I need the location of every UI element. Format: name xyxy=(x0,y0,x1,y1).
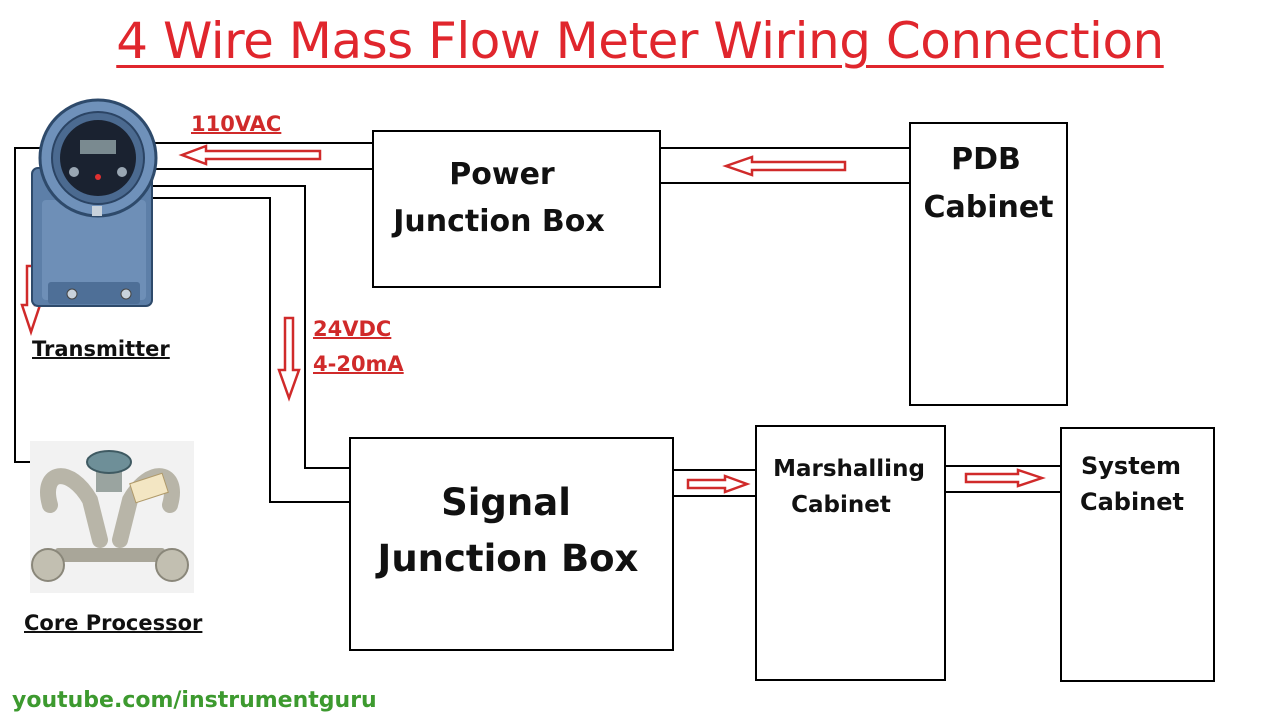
system-label-line1: System xyxy=(1081,452,1181,480)
pdb-label-line2: Cabinet xyxy=(923,190,1054,225)
system-label-line2: Cabinet xyxy=(1079,488,1185,516)
arrow-power-left-icon xyxy=(178,144,322,166)
arrow-pdb-left-icon xyxy=(722,155,847,177)
signal-current-label: 4-20mA xyxy=(313,352,404,376)
pdb-label-line1: PDB xyxy=(951,142,1021,177)
wire-signal-outer xyxy=(120,185,350,469)
power-junction-box xyxy=(372,130,661,288)
power-voltage-label: 110VAC xyxy=(191,112,282,136)
core-processor-device-icon xyxy=(30,441,194,593)
marshalling-label-line1: Marshalling xyxy=(773,456,925,482)
core-processor-caption: Core Processor xyxy=(24,611,203,635)
marshalling-cabinet xyxy=(755,425,946,681)
transmitter-caption: Transmitter xyxy=(32,337,170,361)
footer-url: youtube.com/instrumentguru xyxy=(12,688,377,713)
signal-junction-box xyxy=(349,437,674,651)
signal-voltage-label: 24VDC xyxy=(313,317,392,341)
arrow-signal-down-icon xyxy=(277,316,301,402)
pdb-cabinet xyxy=(909,122,1068,406)
power-jb-label-line1: Power xyxy=(449,157,555,192)
power-jb-label-line2: Junction Box xyxy=(393,204,605,239)
marshalling-label-line2: Cabinet xyxy=(791,492,891,518)
wire-signal-inner xyxy=(120,197,350,503)
transmitter-device-icon xyxy=(31,98,158,307)
arrow-sys-right-icon xyxy=(964,468,1046,488)
signal-jb-label-line2: Junction Box xyxy=(377,537,639,580)
system-cabinet xyxy=(1060,427,1215,682)
signal-jb-label-line1: Signal xyxy=(441,481,571,524)
page-title: 4 Wire Mass Flow Meter Wiring Connection xyxy=(116,12,1164,70)
arrow-marsh-right-icon xyxy=(686,474,751,494)
